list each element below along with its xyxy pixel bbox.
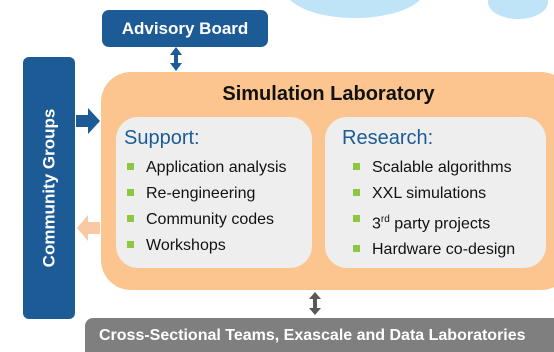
community-to-lab-arrow: [76, 108, 100, 134]
community-groups-box: Community Groups: [23, 57, 75, 319]
research-list: Scalable algorithms XXL simulations 3rd …: [350, 155, 515, 263]
support-item: Re-engineering: [124, 181, 287, 207]
background-cloud-shape: [285, 0, 425, 18]
support-list: Application analysis Re-engineering Comm…: [124, 155, 287, 259]
research-item: Scalable algorithms: [350, 155, 515, 181]
bullet-square-icon: [353, 163, 360, 170]
bullet-square-icon: [353, 245, 360, 253]
background-cloud-shape: [488, 0, 548, 19]
support-item: Application analysis: [124, 155, 287, 181]
advisory-board-box: Advisory Board: [102, 10, 268, 47]
support-item: Community codes: [124, 207, 287, 233]
bullet-square-icon: [127, 241, 134, 248]
cross-sectional-label: Cross-Sectional Teams, Exascale and Data…: [99, 327, 526, 344]
research-panel: Research: Scalable algorithms XXL simula…: [325, 117, 546, 268]
research-item: 3rd party projects: [350, 207, 515, 237]
support-item: Workshops: [124, 233, 287, 259]
bullet-square-icon: [353, 215, 360, 222]
lab-cross-sectional-arrow: [309, 292, 321, 315]
bullet-square-icon: [127, 215, 134, 222]
bullet-square-icon: [127, 189, 134, 196]
support-heading: Support:: [124, 127, 200, 149]
research-item: XXL simulations: [350, 181, 515, 207]
research-item: Hardware co-design: [350, 237, 515, 263]
advisory-board-label: Advisory Board: [121, 18, 249, 38]
bullet-square-icon: [127, 163, 134, 170]
lab-to-community-arrow: [77, 215, 100, 241]
bullet-square-icon: [353, 189, 360, 196]
cross-sectional-teams-bar: Cross-Sectional Teams, Exascale and Data…: [85, 318, 554, 352]
simulation-laboratory-title: Simulation Laboratory: [222, 83, 435, 105]
advisory-lab-arrow: [170, 47, 182, 71]
research-heading: Research:: [342, 127, 434, 149]
support-panel: Support: Application analysis Re-enginee…: [116, 117, 312, 268]
